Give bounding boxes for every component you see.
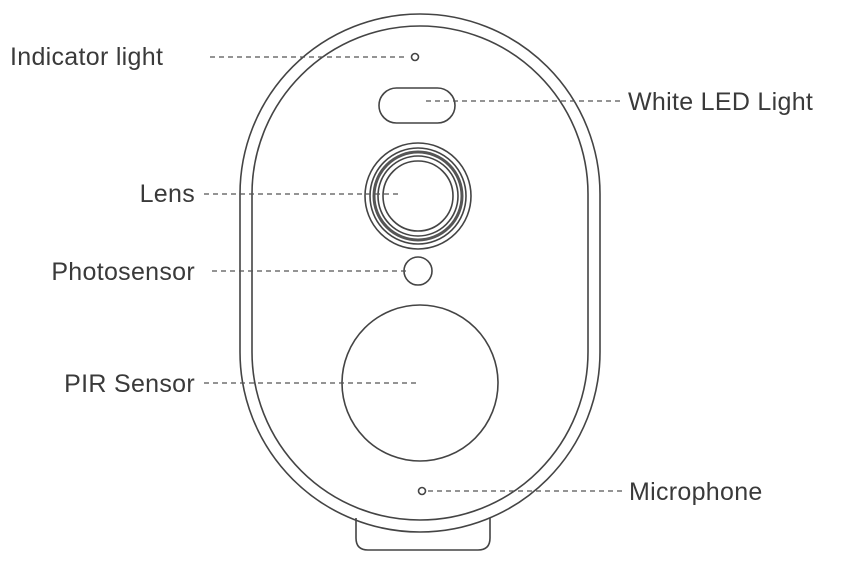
- photosensor: [403, 256, 433, 286]
- lens: [364, 142, 472, 250]
- indicator-light: [410, 52, 420, 62]
- white-led-light: [378, 87, 456, 124]
- camera-body-outer: [239, 13, 601, 533]
- label-photosensor: Photosensor: [51, 258, 195, 286]
- microphone: [417, 486, 427, 496]
- label-lens: Lens: [140, 180, 195, 208]
- label-microphone: Microphone: [629, 478, 763, 506]
- pir-sensor: [341, 304, 499, 462]
- label-indicator-light: Indicator light: [10, 43, 163, 71]
- label-pir-sensor: PIR Sensor: [64, 370, 195, 398]
- camera-faceplate: [251, 25, 589, 521]
- label-white-led-light: White LED Light: [628, 88, 813, 116]
- mount-base: [355, 518, 491, 551]
